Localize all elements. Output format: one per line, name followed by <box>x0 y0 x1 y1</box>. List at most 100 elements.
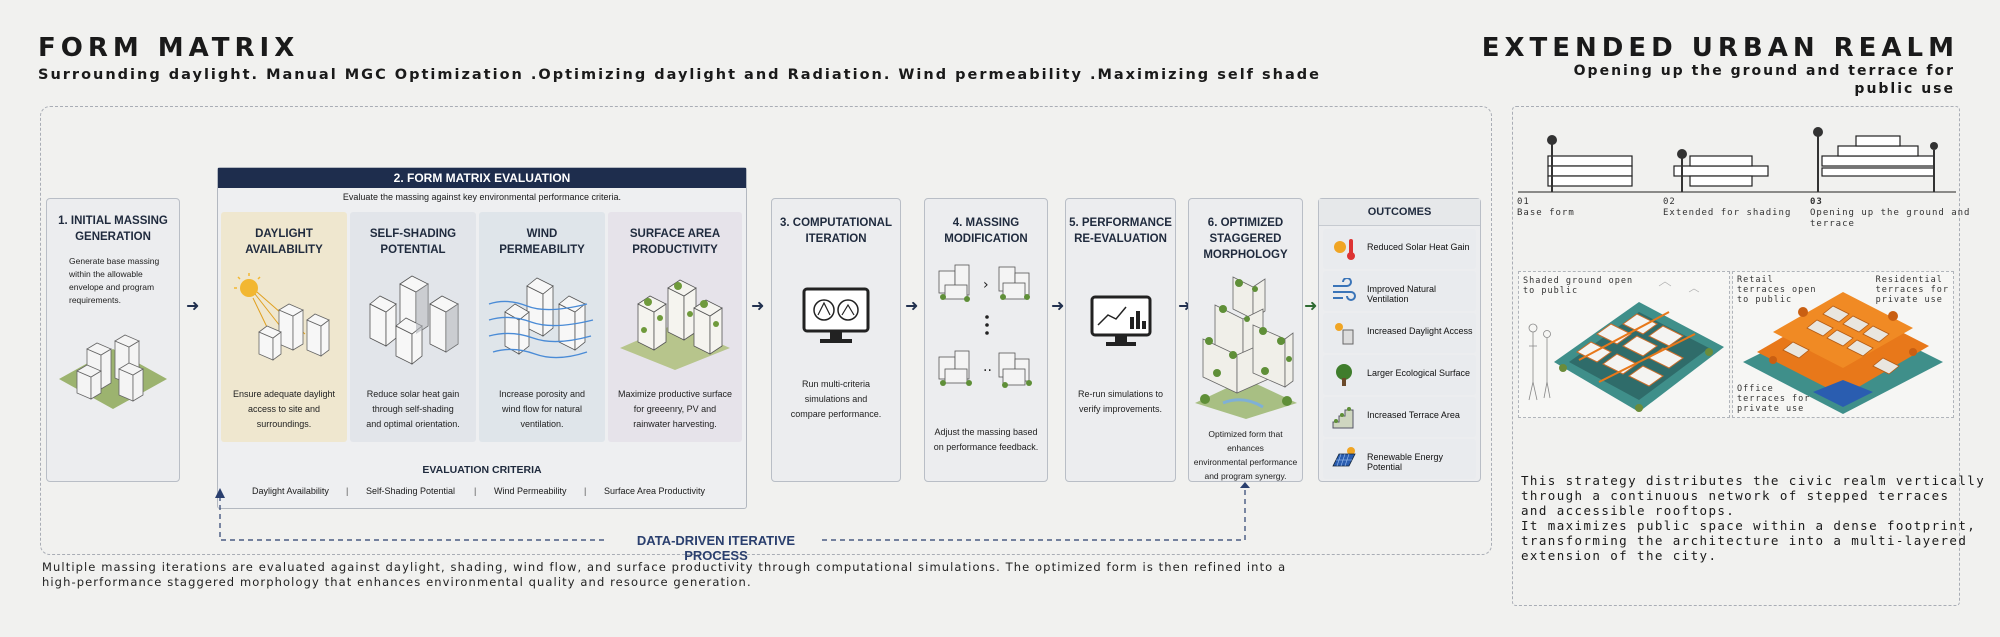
step-title: GENERATION <box>75 231 151 243</box>
step-text: within the allowable <box>69 269 143 279</box>
urban-realm-subtitle: Opening up the ground and terrace for pu… <box>1574 62 1955 98</box>
criteria-card-surface-area: SURFACE AREA PRODUCTIVITY Maximize produ… <box>608 212 742 442</box>
criteria-card-daylight: DAYLIGHT AVAILABILITY Ensure adequate da… <box>221 212 347 442</box>
axon-terrace-illustration <box>1743 292 1943 414</box>
criteria-text: Reduce solar heat gain <box>366 389 460 399</box>
criteria-text: wind flow for natural <box>501 404 583 414</box>
diagram-number: 02 <box>1663 197 1676 207</box>
iterative-process-label: DATA-DRIVEN ITERATIVE PROCESS <box>636 533 796 563</box>
step-text: and program synergy. <box>1204 471 1287 481</box>
step-title: 3. COMPUTATIONAL <box>779 217 892 229</box>
axon-label: Retail <box>1737 275 1774 285</box>
axon-shaded-ground: Shaded ground open to public <box>1518 271 1730 418</box>
step-optimized-morphology: 6. OPTIMIZED STAGGERED MORPHOLOGY Optimi… <box>1188 198 1303 482</box>
outcome-label: Increased Terrace Area <box>1367 410 1460 420</box>
step-text: Run multi-criteria <box>801 379 870 389</box>
process-frame <box>40 106 1492 555</box>
criteria-text: for greeenry, PV and <box>633 404 717 414</box>
section-diagrams <box>1518 127 1956 193</box>
criteria-divider: | <box>474 486 477 496</box>
step-text: on performance feedback. <box>933 442 1039 452</box>
subtitle-line: public use <box>1854 81 1955 97</box>
step-title: STAGGERED <box>1209 233 1282 245</box>
terrace-steps-icon <box>1332 407 1354 429</box>
step-performance-reevaluation: 5. PERFORMANCE RE-EVALUATION Re-run simu… <box>1065 198 1176 482</box>
daylight-illustration <box>234 273 330 361</box>
subtitle-line: Opening up the ground and terrace for <box>1573 63 1955 79</box>
outcome-item: Improved Natural Ventilation <box>1323 271 1476 311</box>
massing-variations-illustration: › ·· <box>938 264 1032 388</box>
form-matrix-caption: Multiple massing iterations are evaluate… <box>42 560 1286 590</box>
axon-label: to public <box>1737 295 1793 305</box>
tree-icon <box>1336 364 1352 386</box>
chart-monitor-icon <box>1090 295 1152 346</box>
criteria-item: Wind Permeability <box>494 486 567 496</box>
text-line: through a continuous network of stepped … <box>1521 488 1950 503</box>
criteria-title: WIND <box>526 228 558 240</box>
surface-productivity-illustration <box>620 279 730 370</box>
monitor-icon <box>802 287 870 343</box>
outcome-label: Increased Daylight Access <box>1367 326 1473 336</box>
axon-label: terraces open <box>1737 285 1817 295</box>
axon-label: private use <box>1737 404 1805 414</box>
criteria-text: ventilation. <box>520 419 564 429</box>
criteria-title: PERMEABILITY <box>499 244 585 256</box>
outcome-item: Increased Daylight Access <box>1323 313 1476 353</box>
criteria-text: access to site and <box>247 404 321 414</box>
text-line: This strategy distributes the civic real… <box>1521 473 1986 488</box>
text-line: It maximizes public space within a dense… <box>1521 518 1977 533</box>
step-title: 5. PERFORMANCE <box>1069 217 1172 229</box>
outcome-label: Larger Ecological Surface <box>1367 368 1471 378</box>
solar-panel-icon <box>1332 447 1356 467</box>
step-text: simulations and <box>804 394 868 404</box>
text-line: transforming the architecture into a mul… <box>1521 533 1968 548</box>
criteria-item: Self-Shading Potential <box>366 486 456 496</box>
step-title: ITERATION <box>805 233 867 245</box>
criteria-title: POTENTIAL <box>380 244 446 256</box>
step-initial-massing: 1. INITIAL MASSING GENERATION Generate b… <box>46 198 180 482</box>
form-matrix-title: FORM MATRIX <box>38 33 300 63</box>
outcome-item: Renewable Energy Potential <box>1323 439 1476 479</box>
sun-thermometer-icon <box>1334 239 1355 260</box>
outcome-item: Reduced Solar Heat Gain <box>1323 229 1476 269</box>
criteria-text: rainwater harvesting. <box>633 419 717 429</box>
text-line: extension of the city. <box>1521 548 1718 563</box>
svg-text:›: › <box>983 277 989 293</box>
evaluation-intro: Evaluate the massing against key environ… <box>342 192 622 202</box>
criteria-title: SELF-SHADING <box>369 228 457 240</box>
step-massing-modification: 4. MASSING MODIFICATION › ·· Adjust the … <box>924 198 1048 482</box>
wind-icon <box>1333 278 1356 301</box>
flow-arrow: ➜ <box>186 296 200 315</box>
criteria-heading: EVALUATION CRITERIA <box>422 464 542 476</box>
criteria-card-self-shading: SELF-SHADING POTENTIAL Reduce solar heat… <box>350 212 476 442</box>
caption-line: high-performance staggered morphology th… <box>42 575 752 589</box>
criteria-title: SURFACE AREA <box>629 228 721 240</box>
step-text: compare performance. <box>790 409 882 419</box>
flow-arrow: ➜ <box>751 296 765 315</box>
diagram-caption-01: 01 Base form <box>1517 197 1575 219</box>
step-computational-iteration: 3. COMPUTATIONAL ITERATION Run multi-cri… <box>771 198 901 482</box>
step-title: 4. MASSING <box>952 217 1020 229</box>
criteria-title: DAYLIGHT <box>255 228 313 240</box>
outcome-label: Reduced Solar Heat Gain <box>1367 242 1470 252</box>
criteria-text: surroundings. <box>256 419 312 429</box>
urban-realm-text: This strategy distributes the civic real… <box>1521 473 1985 563</box>
outcomes-title: OUTCOMES <box>1319 199 1480 226</box>
axon-label: terraces for <box>1875 285 1949 295</box>
daylight-building-icon <box>1335 323 1354 345</box>
axon-illustration <box>1528 281 1724 412</box>
axon-label: to public <box>1523 286 1579 296</box>
urban-realm-title: EXTENDED URBAN REALM <box>1481 33 1959 63</box>
outcome-item: Larger Ecological Surface <box>1323 355 1476 395</box>
criteria-item: Daylight Availability <box>252 486 329 496</box>
criteria-text: through self-shading <box>372 404 454 414</box>
flow-arrow: ➜ <box>905 296 919 315</box>
staggered-morphology-illustration <box>1195 276 1297 419</box>
initial-massing-illustration <box>59 334 167 409</box>
step-text: requirements. <box>69 295 121 305</box>
diagram-number: 01 <box>1517 197 1530 207</box>
svg-text:··: ·· <box>983 363 992 379</box>
step-title: MODIFICATION <box>944 233 1028 245</box>
outcome-label: Improved Natural Ventilation <box>1367 284 1437 304</box>
